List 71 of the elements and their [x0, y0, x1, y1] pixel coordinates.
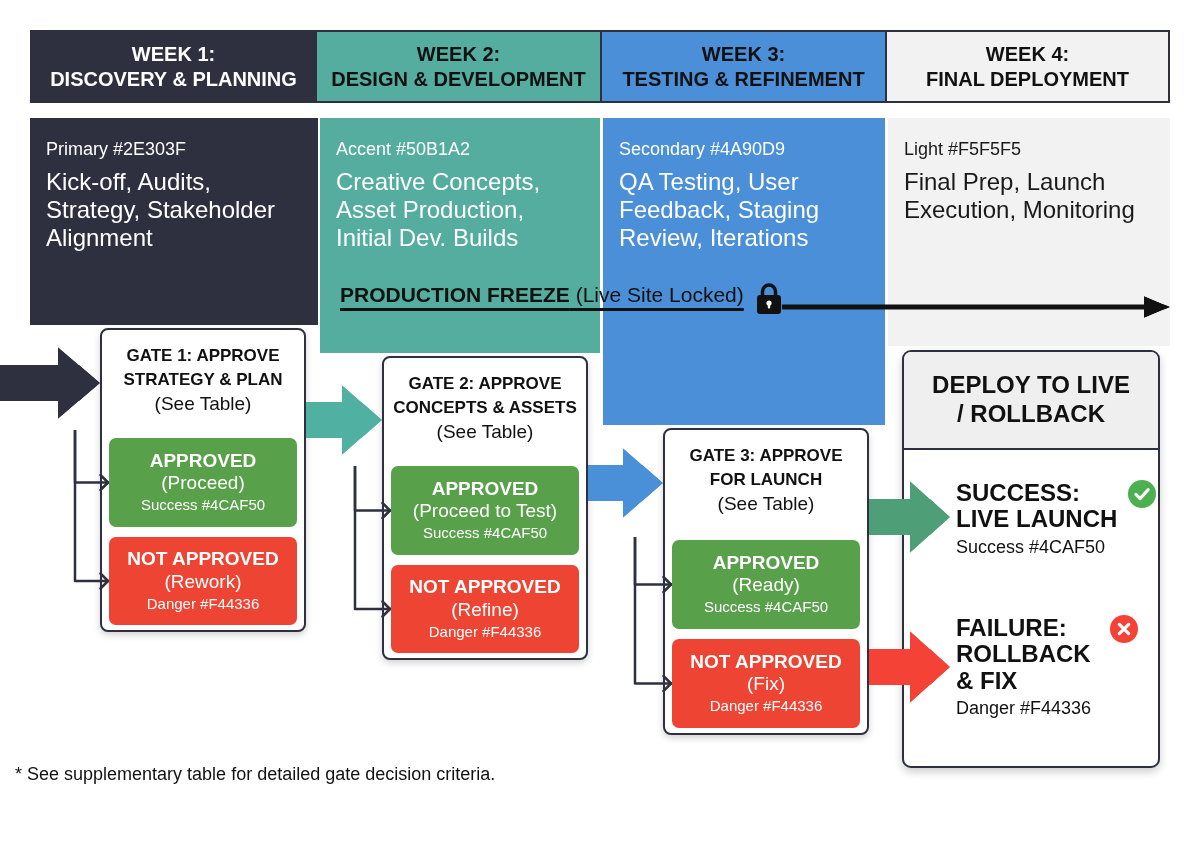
week-label: WEEK 1:: [131, 41, 216, 67]
column-panel: [888, 118, 1170, 346]
week-label: WEEK 3:: [701, 41, 786, 67]
phase-title: DESIGN & DEVELOPMENT: [331, 66, 586, 92]
gate-card: [382, 356, 588, 660]
phase-activities: QA Testing, User Feedback, Staging Review, Iterations: [619, 167, 821, 252]
block-arrow: [588, 448, 663, 518]
table-reference: (See Table): [154, 391, 252, 416]
status-panel: [109, 438, 297, 527]
phase-activities: Creative Concepts, Asset Production, Initial Dev. Builds: [336, 167, 542, 252]
status-panel: [672, 540, 860, 629]
status-panel: [672, 639, 860, 728]
block-arrow: [869, 481, 950, 553]
week-header: [600, 30, 887, 103]
color-code: Success #4CAF50: [956, 535, 1106, 559]
status-title: APPROVED: [149, 449, 257, 473]
block-arrow: [869, 631, 950, 703]
status-title: NOT APPROVED: [127, 548, 279, 571]
branch-arrow: [73, 430, 110, 590]
branch-arrow: [633, 537, 673, 693]
week-label: WEEK 4:: [985, 41, 1070, 67]
color-code: Danger #F44336: [709, 696, 823, 717]
timeline-arrow: [781, 296, 1170, 318]
status-note: (Ready): [732, 574, 800, 598]
week-header: [885, 30, 1170, 103]
color-code: Primary #2E303F: [46, 139, 187, 161]
color-code: Success #4CAF50: [703, 597, 829, 618]
table-reference: (See Table): [717, 491, 815, 516]
outcome-panel: [902, 350, 1160, 768]
phase-title: FINAL DEPLOYMENT: [926, 66, 1129, 92]
week-header: [30, 30, 317, 103]
block-arrow: [306, 385, 382, 455]
status-note: (Rework): [164, 570, 242, 594]
status-panel: [391, 565, 579, 653]
gate-card: [663, 428, 869, 735]
gate-card: [100, 328, 306, 632]
block-arrow: [0, 347, 100, 419]
branch-arrow: [353, 466, 392, 618]
color-code: Danger #F44336: [428, 621, 542, 642]
color-code: Success #4CAF50: [422, 523, 548, 544]
table-reference: (See Table): [436, 419, 534, 444]
status-note: (Refine): [451, 598, 519, 622]
color-code: Secondary #4A90D9: [619, 139, 786, 161]
status-panel: [109, 537, 297, 625]
status-title: APPROVED: [431, 477, 539, 501]
color-code: Light #F5F5F5: [904, 139, 1022, 161]
status-note: (Proceed): [161, 472, 245, 496]
color-code: Danger #F44336: [956, 697, 1092, 721]
gate-title: GATE 2: APPROVE CONCEPTS & ASSETS: [392, 373, 578, 419]
week-label: WEEK 2:: [416, 41, 501, 67]
phase-activities: Kick-off, Audits, Strategy, Stakeholder Alignment: [46, 167, 277, 252]
gate-title: GATE 3: APPROVE FOR LAUNCH: [688, 445, 844, 491]
status-panel: [391, 466, 579, 555]
status-note: (Fix): [747, 673, 785, 697]
phase-title: TESTING & REFINEMENT: [622, 66, 865, 92]
phase-activities: Final Prep, Launch Execution, Monitoring: [904, 167, 1136, 224]
status-note: (Proceed to Test): [412, 500, 558, 524]
outcome-title: SUCCESS: LIVE LAUNCH: [956, 480, 1119, 533]
color-code: Accent #50B1A2: [336, 139, 471, 161]
panel-title: DEPLOY TO LIVE / ROLLBACK: [931, 371, 1131, 429]
footnote: * See supplementary table for detailed gate decision criteria.: [15, 763, 496, 786]
gate-title: GATE 1: APPROVE STRATEGY & PLAN: [122, 345, 284, 391]
status-title: NOT APPROVED: [409, 576, 561, 599]
phase-title: DISCOVERY & PLANNING: [50, 66, 297, 92]
status-title: NOT APPROVED: [690, 650, 842, 674]
color-code: Danger #F44336: [146, 593, 260, 614]
column-panel: [30, 118, 318, 325]
week-header: [315, 30, 602, 103]
outcome-title: FAILURE: ROLLBACK & FIX: [956, 615, 1092, 695]
color-code: Success #4CAF50: [140, 495, 266, 516]
status-title: APPROVED: [712, 551, 820, 575]
